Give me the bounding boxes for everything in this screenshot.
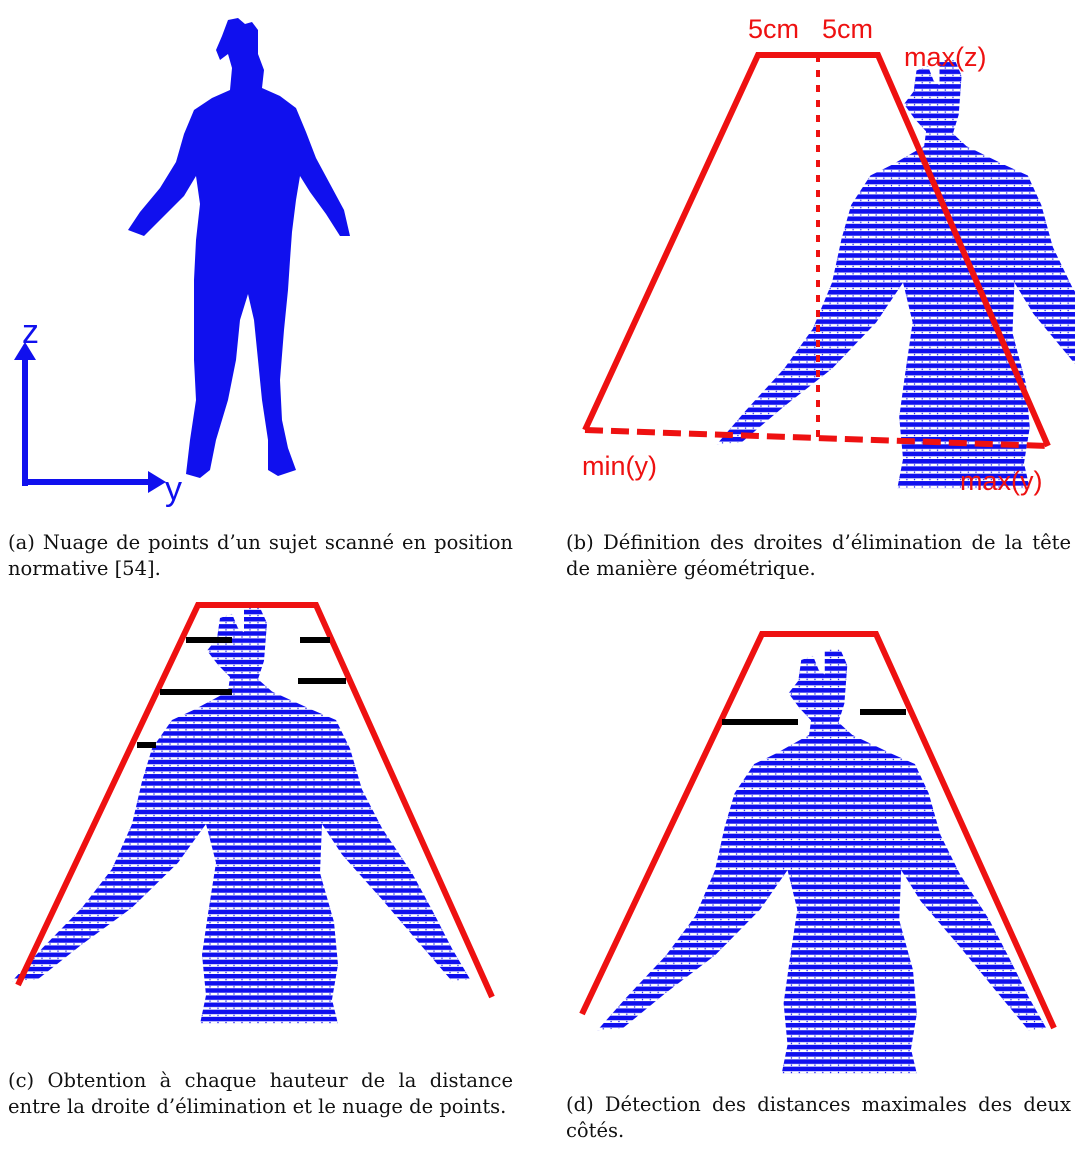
scan-full-body-figure: z y — [0, 0, 520, 520]
caption-a: (a) Nuage de points d’un sujet scanné en… — [8, 530, 513, 582]
label-5cm-left: 5cm — [748, 14, 799, 44]
panel-b: 5cm 5cm max(z) min(y) max(y) — [560, 0, 1075, 525]
elimination-lines-figure: 5cm 5cm max(z) min(y) max(y) — [560, 0, 1075, 525]
distance-per-height-figure — [0, 595, 520, 1065]
point-cloud — [717, 60, 1075, 488]
label-max-z: max(z) — [904, 42, 987, 72]
axis-y-label: y — [165, 470, 182, 508]
label-max-y: max(y) — [960, 466, 1043, 496]
body-silhouette — [128, 18, 350, 478]
caption-b: (b) Définition des droites d’élimination… — [566, 530, 1071, 582]
caption-d: (d) Détection des distances maximales de… — [566, 1092, 1071, 1144]
point-cloud — [12, 608, 470, 1024]
label-5cm-right: 5cm — [822, 14, 873, 44]
y-axis-arrow — [148, 471, 166, 493]
max-distance-detection-figure — [560, 620, 1075, 1090]
panel-d — [560, 620, 1075, 1090]
axis-z-label: z — [22, 313, 39, 351]
panel-a: z y — [0, 0, 520, 520]
caption-c: (c) Obtention à chaque hauteur de la dis… — [8, 1068, 513, 1120]
panel-c — [0, 595, 520, 1065]
label-min-y: min(y) — [582, 451, 657, 481]
